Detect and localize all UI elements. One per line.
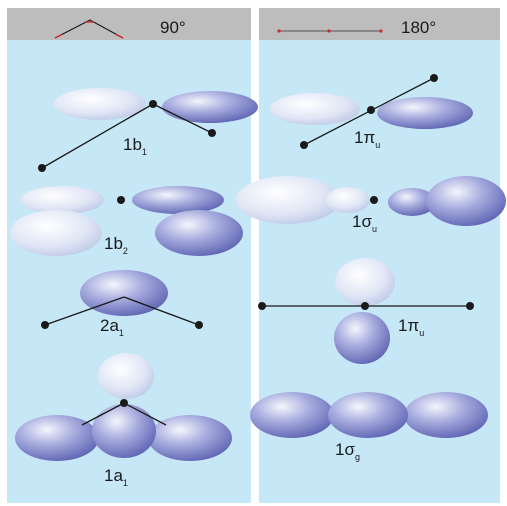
orbital-1sigma-g xyxy=(250,392,488,438)
orbital-1a1 xyxy=(15,353,232,461)
orbital-1sigma-u xyxy=(236,176,506,226)
atom xyxy=(208,129,216,137)
lobe-dark xyxy=(155,210,243,256)
bond xyxy=(123,296,200,326)
lobe-light xyxy=(20,186,104,214)
lobe-dark xyxy=(250,392,334,438)
lobe-dark xyxy=(328,392,408,438)
lobe-dark xyxy=(92,404,156,458)
atom xyxy=(258,302,266,310)
atom xyxy=(361,302,369,310)
lobe-dark xyxy=(148,415,232,461)
orbital-label-2a1: 2a1 xyxy=(100,316,124,338)
lobe-dark xyxy=(132,186,224,214)
orbital-1pi-u-top xyxy=(270,74,473,149)
orbital-label-1a1: 1a1 xyxy=(104,466,128,488)
orbital-1b1 xyxy=(38,88,258,172)
lobe-dark xyxy=(377,97,473,129)
right-header xyxy=(259,8,500,40)
orbital-label-1b1: 1b1 xyxy=(123,135,147,157)
lobe-dark xyxy=(388,188,436,216)
atom xyxy=(120,399,128,407)
lobe-dark xyxy=(426,176,506,226)
orbital-label-1sigma-u: 1σu xyxy=(352,212,377,234)
lobe-light xyxy=(10,210,102,256)
lobe-light xyxy=(326,187,370,213)
lobe-dark xyxy=(162,91,258,123)
bent-molecule-icon xyxy=(54,19,124,39)
atom xyxy=(466,302,474,310)
lobe-light xyxy=(270,93,360,125)
bond xyxy=(44,296,125,326)
atom xyxy=(117,196,125,204)
atom xyxy=(149,100,157,108)
atom xyxy=(41,321,49,329)
orbital-label-1b2: 1b2 xyxy=(104,234,128,256)
lobe-dark xyxy=(15,415,99,461)
bond xyxy=(81,402,125,426)
orbital-label-1pi-u-middle: 1πu xyxy=(398,316,424,338)
bond xyxy=(41,103,154,169)
orbital-1b2 xyxy=(10,186,243,256)
lobe-dark xyxy=(404,392,488,438)
angle-label-90: 90° xyxy=(160,18,186,37)
orbital-1pi-u-middle xyxy=(258,258,474,364)
atom xyxy=(38,164,46,172)
orbital-label-1pi-u-top: 1πu xyxy=(354,128,380,150)
left-header xyxy=(7,8,251,40)
linear-molecule-icon xyxy=(277,29,383,33)
lobe-light xyxy=(54,88,146,120)
atom xyxy=(430,74,438,82)
lobe-light xyxy=(335,258,395,306)
lobe-light xyxy=(98,353,154,399)
atom xyxy=(370,196,378,204)
atom xyxy=(367,106,375,114)
atom xyxy=(300,141,308,149)
angle-label-180: 180° xyxy=(401,18,436,37)
lobe-dark xyxy=(334,312,390,364)
lobe-light xyxy=(236,176,340,224)
atom xyxy=(195,321,203,329)
bond xyxy=(123,402,167,426)
orbital-2a1 xyxy=(41,270,203,329)
orbital-label-1sigma-g: 1σg xyxy=(335,440,360,462)
bond xyxy=(152,103,213,134)
